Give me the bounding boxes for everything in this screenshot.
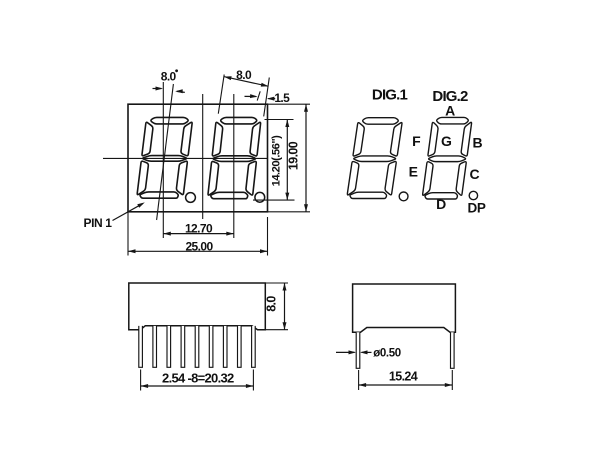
svg-text:14.20(.56"): 14.20(.56") (271, 135, 283, 187)
svg-text:12.70: 12.70 (185, 221, 213, 235)
svg-text:19.00: 19.00 (287, 141, 301, 170)
svg-text:8.0: 8.0 (236, 68, 252, 82)
svg-text:F: F (412, 133, 421, 149)
svg-text:G: G (441, 133, 452, 149)
svg-text:DIG.2: DIG.2 (432, 88, 468, 105)
svg-text:2.54 -8=20.32: 2.54 -8=20.32 (162, 371, 234, 386)
svg-text:PIN 1: PIN 1 (83, 216, 112, 230)
svg-text:1.5: 1.5 (274, 91, 290, 105)
svg-text:15.24: 15.24 (389, 370, 418, 384)
svg-text:ø0.50: ø0.50 (373, 348, 400, 360)
svg-text:DIG.1: DIG.1 (372, 87, 408, 104)
svg-text:25.00: 25.00 (185, 240, 213, 254)
svg-text:A: A (445, 103, 455, 119)
svg-text:D: D (436, 196, 446, 212)
svg-text:8.0: 8.0 (265, 296, 279, 312)
svg-text:8.0: 8.0 (161, 70, 177, 84)
svg-text:B: B (473, 135, 483, 151)
svg-text:C: C (469, 166, 479, 182)
svg-text:E: E (409, 163, 418, 179)
svg-text:DP: DP (468, 200, 486, 215)
